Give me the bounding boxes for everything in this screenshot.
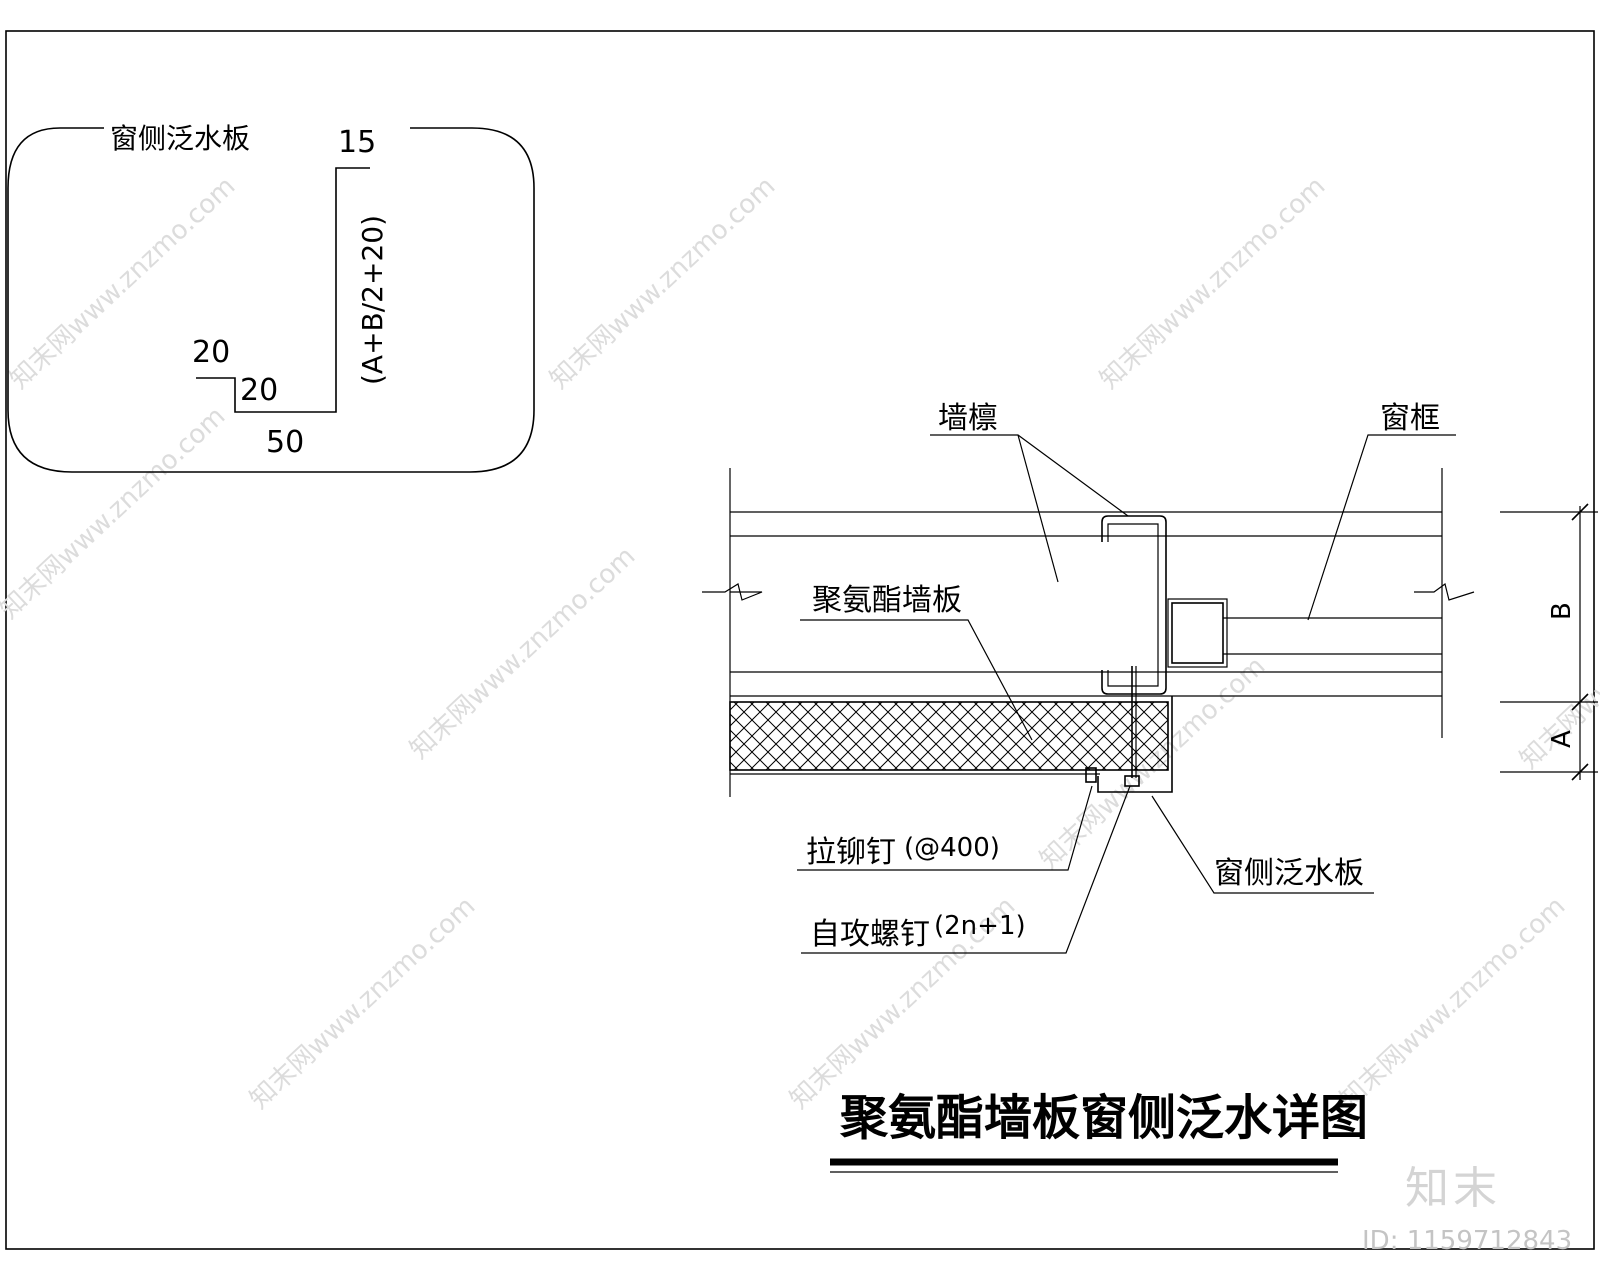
label-screw: 自攻螺钉 <box>810 917 930 952</box>
label-flashing: 窗侧泛水板 <box>1214 856 1364 891</box>
window-frame-block <box>1171 602 1224 664</box>
watermark: 知末网www.znzmo.com <box>244 891 481 1115</box>
label-rivet-spec: (@400) <box>904 833 1000 863</box>
inset-frame <box>7 127 535 473</box>
section-detail: B A 墙檩 窗框 聚氨酯墙板 拉铆钉 (@400) 自攻螺钉 (2n+1) 窗… <box>702 401 1598 954</box>
leader-purlin-2 <box>1017 434 1059 583</box>
leader-flashing <box>1151 795 1374 894</box>
flashing-profile <box>196 167 370 413</box>
dim-vertical: (A+B/2+20) <box>356 215 389 385</box>
flashing-profile-inset: 窗侧泛水板 15 (A+B/2+20) 20 20 50 <box>7 122 535 473</box>
watermark: 知末网www.znzmo.com <box>404 541 641 765</box>
break-line-left <box>702 583 763 601</box>
label-frame: 窗框 <box>1380 401 1440 436</box>
dim-label-b: B <box>1547 602 1577 620</box>
watermark: 知末网www.znzmo.com <box>1094 171 1331 395</box>
drawing-title: 聚氨酯墙板窗侧泛水详图 <box>839 1090 1368 1146</box>
dim-tick <box>1571 503 1589 521</box>
c-purlin-inner <box>1107 523 1159 687</box>
image-id: ID: 1159712843 <box>1362 1226 1573 1256</box>
watermark: 知末网www.znzmo.com <box>1334 891 1571 1115</box>
leader-rivet <box>797 785 1093 871</box>
break-line-right <box>1414 582 1475 601</box>
label-panel: 聚氨酯墙板 <box>812 583 962 618</box>
dim-lip-inner: 20 <box>240 373 278 408</box>
dim-base: 50 <box>266 425 304 460</box>
dim-tick <box>1571 763 1589 781</box>
leader-frame <box>1307 434 1456 621</box>
label-purlin: 墙檩 <box>938 401 998 436</box>
watermark-layer: 知末网www.znzmo.com 知末网www.znzmo.com 知末网www… <box>0 171 1600 1115</box>
label-screw-spec: (2n+1) <box>934 911 1026 941</box>
dim-top: 15 <box>338 125 376 160</box>
dim-tick <box>1571 693 1589 711</box>
dim-label-a: A <box>1547 730 1577 748</box>
leader-screw <box>801 785 1131 954</box>
leader-panel <box>800 619 1033 741</box>
c-purlin <box>1101 515 1167 695</box>
brand-logo: 知末 <box>1405 1163 1501 1214</box>
label-rivet: 拉铆钉 <box>806 835 896 870</box>
rivet-head <box>1085 767 1097 783</box>
screw-head <box>1124 775 1140 787</box>
polyurethane-panel <box>729 701 1169 771</box>
inset-title: 窗侧泛水板 <box>110 122 250 155</box>
dim-lip-outer: 20 <box>192 335 230 370</box>
watermark: 知末网www.znzmo.com <box>0 401 231 625</box>
window-side-flashing <box>1097 696 1173 793</box>
drawing-border <box>5 30 1595 1250</box>
window-frame-outline <box>1167 598 1228 668</box>
watermark: 知末网www.znzmo.com <box>544 171 781 395</box>
